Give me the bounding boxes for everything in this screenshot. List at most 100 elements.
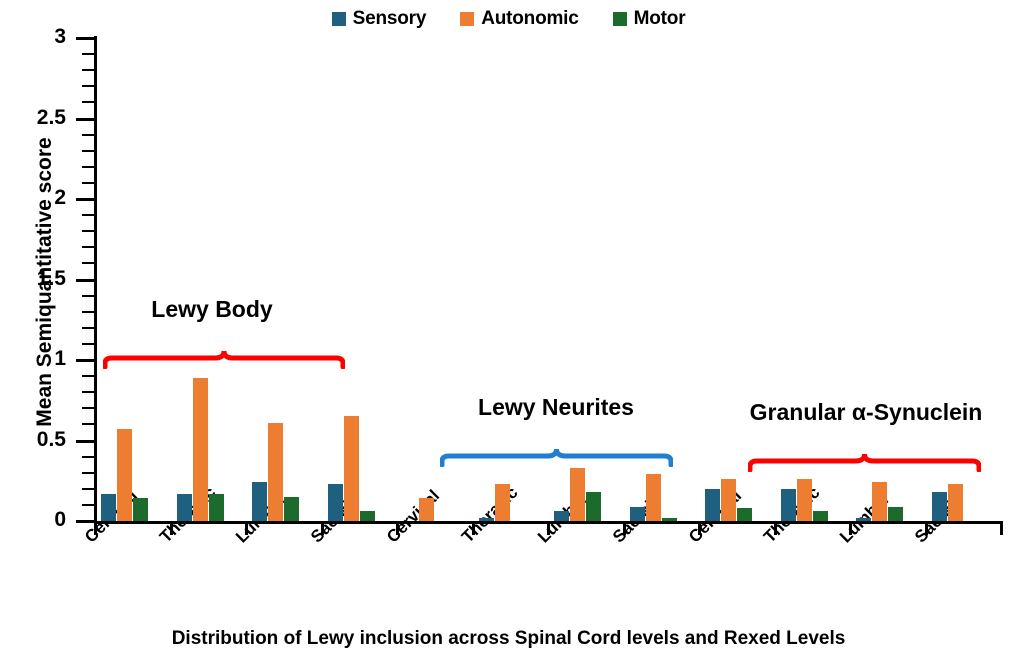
- bar-motor: [133, 498, 148, 521]
- x-tick: [547, 521, 550, 535]
- legend-swatch-icon: [612, 12, 627, 26]
- chart-legend: Sensory Autonomic Motor: [0, 8, 1017, 30]
- x-tick: [1000, 521, 1003, 535]
- y-tick: [82, 181, 94, 184]
- y-tick: [82, 326, 94, 329]
- x-tick: [622, 521, 626, 535]
- bar-motor: [586, 492, 601, 521]
- y-tick: [82, 455, 94, 458]
- x-axis-title: Distribution of Lewy inclusion across Sp…: [171, 628, 846, 649]
- bar-autonomic: [947, 483, 963, 521]
- group-label: Lewy Neurites: [478, 394, 634, 420]
- bar-autonomic: [721, 479, 736, 521]
- bar-motor: [888, 506, 903, 521]
- x-tick: [94, 521, 97, 535]
- y-tick-label: 2: [54, 186, 66, 209]
- y-tick: [82, 149, 94, 152]
- y-tick-label: 0: [54, 508, 66, 531]
- bar-autonomic: [268, 422, 283, 521]
- legend-label: Sensory: [352, 8, 427, 29]
- y-tick: [82, 487, 94, 490]
- bar-autonomic: [494, 483, 510, 521]
- y-tick: [82, 310, 94, 313]
- bar-autonomic: [419, 498, 434, 521]
- y-tick: [82, 246, 94, 249]
- bar-autonomic: [343, 416, 359, 521]
- bar-sensory: [780, 488, 796, 521]
- bar-sensory: [176, 493, 192, 521]
- y-tick: [76, 520, 94, 523]
- y-tick: [76, 439, 94, 443]
- bar-sensory: [101, 493, 116, 521]
- bar-autonomic: [192, 377, 208, 521]
- y-tick: [82, 165, 94, 168]
- bar-motor: [359, 511, 375, 521]
- group-brace: [440, 448, 673, 467]
- y-tick: [76, 198, 94, 201]
- x-tick: [773, 521, 777, 535]
- y-tick: [82, 342, 94, 345]
- y-tick-label: 3: [54, 25, 66, 48]
- y-axis-title: Mean Semiquantitative score: [33, 137, 56, 427]
- y-tick: [76, 117, 94, 121]
- bar-autonomic: [570, 467, 585, 521]
- group-brace: [103, 350, 345, 369]
- bar-autonomic: [872, 482, 887, 521]
- y-tick: [76, 359, 94, 362]
- legend-swatch-icon: [460, 12, 475, 26]
- bar-autonomic: [796, 479, 812, 521]
- x-tick: [698, 521, 701, 535]
- bar-sensory: [705, 488, 720, 521]
- legend-item-autonomic[interactable]: Autonomic: [460, 8, 579, 30]
- y-tick: [82, 214, 94, 217]
- y-tick: [82, 262, 94, 265]
- y-tick: [82, 53, 94, 56]
- bar-motor: [284, 496, 299, 521]
- bar-sensory: [931, 492, 947, 521]
- group-label: Granular α-Synuclein: [749, 399, 983, 425]
- y-tick: [82, 69, 94, 72]
- y-tick-label: 2.5: [36, 105, 66, 129]
- legend-swatch-icon: [331, 12, 346, 26]
- y-tick-label: 0.5: [36, 427, 66, 451]
- legend-item-sensory[interactable]: Sensory: [331, 8, 427, 30]
- x-tick: [924, 521, 928, 535]
- x-tick: [849, 521, 852, 535]
- legend-label: Motor: [633, 8, 686, 29]
- y-tick: [82, 85, 94, 88]
- y-tick-label: 1: [54, 347, 66, 370]
- legend-item-motor[interactable]: Motor: [612, 8, 686, 30]
- y-tick-label: 1.5: [36, 266, 66, 290]
- bar-sensory: [327, 483, 343, 521]
- y-tick: [82, 101, 94, 104]
- y-tick: [82, 375, 94, 378]
- bar-motor: [661, 517, 677, 521]
- bar-autonomic: [645, 474, 661, 521]
- legend-label: Autonomic: [481, 8, 579, 29]
- y-tick: [82, 503, 94, 506]
- group-label: Lewy Body: [151, 296, 273, 322]
- x-tick: [471, 521, 475, 535]
- y-axis-line: [94, 36, 97, 523]
- bar-sensory: [629, 506, 645, 521]
- y-tick: [82, 133, 94, 136]
- bar-sensory: [252, 482, 267, 521]
- bar-motor: [208, 493, 224, 521]
- bar-series-layer: [101, 377, 963, 521]
- x-tick: [169, 521, 173, 535]
- y-tick: [76, 37, 94, 40]
- bar-motor: [812, 511, 828, 521]
- y-tick: [82, 391, 94, 394]
- y-tick: [82, 471, 94, 474]
- x-tick: [245, 521, 248, 535]
- bar-autonomic: [117, 429, 132, 521]
- y-tick: [82, 423, 94, 426]
- y-tick: [82, 294, 94, 297]
- bar-sensory: [554, 511, 569, 521]
- group-brace: [748, 453, 981, 472]
- bar-sensory: [856, 517, 871, 521]
- y-tick: [76, 278, 94, 282]
- y-tick: [82, 230, 94, 233]
